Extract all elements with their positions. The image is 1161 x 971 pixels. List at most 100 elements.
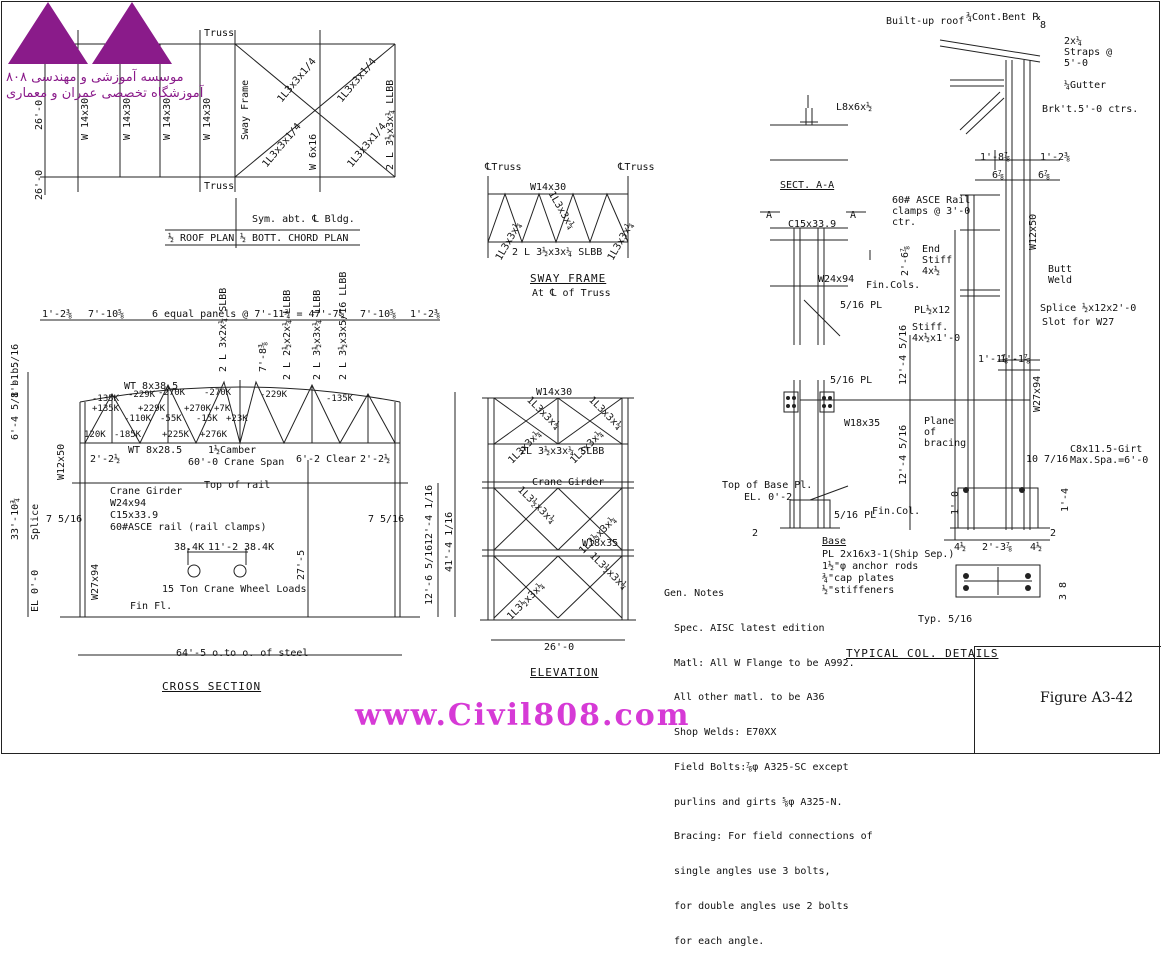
sway-title: SWAY FRAME xyxy=(530,272,607,285)
cs-dim-el: EL 0'-0 xyxy=(30,569,41,612)
drawing-linework xyxy=(1,1,1160,754)
cd-straps: 2x¼ Straps @ 5'-0 xyxy=(1064,36,1113,69)
cs-force-18: -185K xyxy=(114,430,142,440)
note-line: Shop Welds: E70XX xyxy=(674,727,777,739)
cs-title: CROSS SECTION xyxy=(162,680,262,693)
drawing-sheet: موسسه آموزشی و مهندسی ۸۰۸ آموزشگاه تخصصی… xyxy=(1,1,1161,947)
cd-asce: 60# ASCE Rail clamps @ 3'-0 ctr. xyxy=(892,195,971,228)
cs-bottom-chord: WT 8x28.5 xyxy=(128,445,183,456)
cs-force-15: +276K xyxy=(200,430,228,440)
cs-force-11: -55K xyxy=(160,414,182,424)
cs-force-16: +23K xyxy=(226,414,248,424)
cs-clear-right: 2'-2½ xyxy=(360,454,391,465)
cd-dim-e: 3 8 xyxy=(1058,581,1069,600)
el-top: W14x30 xyxy=(536,387,573,398)
roof-truss-bottom: Truss xyxy=(204,181,235,192)
cd-base-4: ½"stiffeners xyxy=(822,585,895,596)
cd-dim-c1: 1'-1⅞ xyxy=(978,354,1009,365)
roof-web: W 6x16 xyxy=(308,133,319,170)
cs-dim-7b: 7 5/16 xyxy=(368,514,405,525)
cd-dim-b: 2'-6⅞ xyxy=(900,245,911,276)
cs-force-3: -270K xyxy=(158,388,186,398)
cs-col-top: W12x50 xyxy=(56,443,67,480)
roof-dim-26b: 26'-0 xyxy=(34,169,45,200)
cd-dim-10: 10 7/16 xyxy=(1026,454,1069,465)
cd-dim-2b: 2 xyxy=(1050,528,1057,539)
general-notes: Gen. Notes Spec. AISC latest edition Mat… xyxy=(664,588,873,971)
cd-base-3: ¾"cap plates xyxy=(822,573,895,584)
cs-clear-left: 2'-2½ xyxy=(90,454,121,465)
cs-girder-title: Crane Girder xyxy=(110,486,183,497)
cd-dim-a3: 6⅞ xyxy=(992,170,1005,181)
cs-dim-7a: 7 5/16 xyxy=(46,514,83,525)
roof-half-bott: ½ BOTT. CHORD PLAN xyxy=(240,233,349,244)
cd-pl-c: 5/16 PL xyxy=(834,510,877,521)
note-line: Bracing: For field connections of xyxy=(674,831,873,843)
cs-top-rail: Top of rail xyxy=(204,480,271,491)
cs-member-2: 7'-8⅜ xyxy=(258,341,269,372)
roof-sway-frame: Sway Frame xyxy=(240,79,251,140)
cd-dim-a1: 1'-8⅞ xyxy=(980,152,1011,163)
cs-dim-41: 41'-4 1/16 xyxy=(444,511,455,572)
cs-splice: Splice xyxy=(30,503,41,540)
cd-w12: W12x50 xyxy=(1028,213,1039,250)
cs-dim-height: 33'-10¾ xyxy=(10,497,21,540)
figure-label: Figure A3-42 xyxy=(1040,690,1134,706)
roof-col-3: W 14x30 xyxy=(162,97,173,140)
cs-member-4: 2 L 3½x3x¼ LLBB xyxy=(312,289,323,380)
cd-dim-2a: 2 xyxy=(752,528,759,539)
cs-col-bot: W27x94 xyxy=(90,563,101,600)
roof-col-4: W 14x30 xyxy=(202,97,213,140)
cd-a-right: A xyxy=(850,210,857,221)
roof-truss-top: Truss xyxy=(204,28,235,39)
cd-dim-c2: 1'-1⅞ xyxy=(1000,354,1031,365)
cd-w27: W27x94 xyxy=(1032,375,1043,412)
cs-dim-12a: 12'-4 1/16 xyxy=(424,484,435,545)
cd-title: TYPICAL COL. DETAILS xyxy=(846,647,999,660)
cs-force-12: -15K xyxy=(196,414,218,424)
roof-sym: Sym. abt. ℄ Bldg. xyxy=(252,214,355,225)
cd-cont-bent: ¾Cont.Bent ℞ xyxy=(966,12,1042,23)
note-line: for each angle. xyxy=(674,935,765,947)
cs-crane-span: 60'-0 Crane Span xyxy=(188,457,285,468)
cd-dim-12-4b: 12'-4 5/16 xyxy=(898,424,909,485)
notes-heading: Gen. Notes xyxy=(664,588,725,599)
logo-line-1: موسسه آموزشی و مهندسی ۸۰۸ xyxy=(6,70,184,85)
note-line: purlins and girts ⅝φ A325-N. xyxy=(674,796,843,808)
cs-force-4: -270K xyxy=(204,388,232,398)
cd-w18: W18x35 xyxy=(844,418,881,429)
cs-load-right: 38.4K xyxy=(244,542,275,553)
cs-force-17: 120K xyxy=(84,430,106,440)
cs-force-13: +7K xyxy=(214,404,231,414)
cs-force-10: -110K xyxy=(124,414,152,424)
cs-dim-12b: 12'-6 5/16 xyxy=(424,544,435,605)
note-line: for double angles use 2 bolts xyxy=(674,901,849,913)
cs-force-7: +135K xyxy=(92,404,120,414)
roof-col-1: W 14x30 xyxy=(80,97,91,140)
cd-top-base: Top of Base Pl. xyxy=(722,480,813,491)
cs-member-5: 2 L 3½x3x5/16 LLBB xyxy=(338,271,349,380)
sway-truss-left: ℄Truss xyxy=(485,162,522,173)
cs-load-spacing: 11'-2 xyxy=(208,542,239,553)
cd-dim-a2: 1'-2⅜ xyxy=(1040,152,1071,163)
cs-dim-panel-right: 7'-10⅝ xyxy=(360,309,397,320)
cs-width: 64'-5 o.to o. of steel xyxy=(176,648,309,659)
cd-pl12: PL½x12 xyxy=(914,305,951,316)
cd-dim-8: 8 xyxy=(1040,20,1047,31)
cd-dim-d3: 4½ xyxy=(1030,542,1043,553)
cd-a-left: A xyxy=(766,210,773,221)
cd-base-2: 1½"φ anchor rods xyxy=(822,561,919,572)
cs-dim-left: 1'-2⅜ xyxy=(42,309,73,320)
cs-fin-fl: Fin Fl. xyxy=(130,601,173,612)
cs-force-9: +270K xyxy=(184,404,212,414)
cs-girder-2: C15x33.9 xyxy=(110,510,159,521)
cd-fin-col: Fin.Col. xyxy=(872,506,921,517)
cs-camber: 1½Camber xyxy=(208,445,257,456)
cd-dim-d1: 4½ xyxy=(954,542,967,553)
roof-col-2: W 14x30 xyxy=(122,97,133,140)
cd-dim-12-4: 12'-4 5/16 xyxy=(898,324,909,385)
cs-force-14: +225K xyxy=(162,430,190,440)
cs-dim-panel-left: 7'-10⅝ xyxy=(88,309,125,320)
sway-truss-right: ℄Truss xyxy=(618,162,655,173)
sway-subtitle: At ℄ of Truss xyxy=(532,288,611,299)
